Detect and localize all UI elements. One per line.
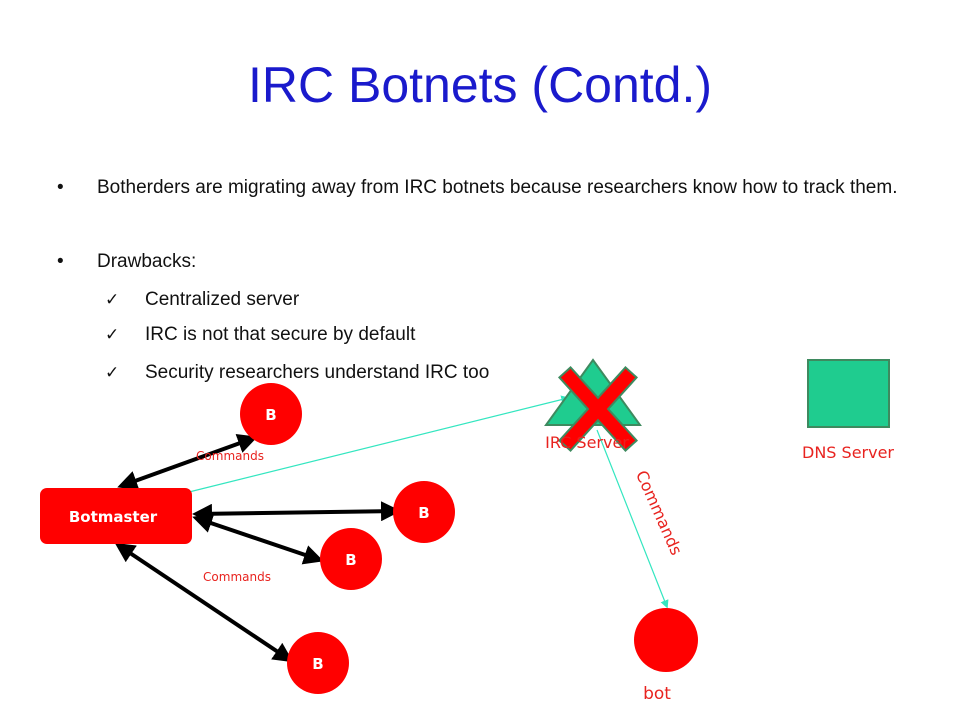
botmaster-node xyxy=(40,488,192,544)
command-arrow-bottom xyxy=(114,542,294,663)
bullet-botherders: • Botherders are migrating away from IRC… xyxy=(57,172,907,204)
bot-node-right xyxy=(393,481,455,543)
commands-label-diagonal: Commands xyxy=(632,468,686,558)
check-text-researchers: Security researchers understand IRC too xyxy=(145,362,490,383)
bullet-text-drawbacks: Drawbacks: xyxy=(97,251,197,272)
check-item-irc-secure: ✓ IRC is not that secure by default xyxy=(105,323,416,347)
cross-icon xyxy=(557,365,639,453)
botmaster-label: Botmaster xyxy=(69,508,158,526)
commands-label-top: Commands xyxy=(196,449,264,463)
checkmark-icon: ✓ xyxy=(105,363,120,383)
checkmark-icon: ✓ xyxy=(105,325,120,345)
commands-label-bottom: Commands xyxy=(203,570,271,584)
bot-node-top xyxy=(240,383,302,445)
bullet-dot: • xyxy=(57,251,64,272)
bot-node-label: B xyxy=(345,551,356,569)
check-item-centralized: ✓ Centralized server xyxy=(105,288,300,312)
slide-title: IRC Botnets (Contd.) xyxy=(247,57,713,113)
bot-node-label: B xyxy=(312,655,323,673)
bot-node-mid xyxy=(320,528,382,590)
command-arrow-top xyxy=(117,434,258,490)
bot-node-label: B xyxy=(418,504,429,522)
bot-node-bottom xyxy=(287,632,349,694)
bot-label: bot xyxy=(643,684,671,704)
bullet-drawbacks: • Drawbacks: xyxy=(57,246,197,278)
check-text-irc-secure: IRC is not that secure by default xyxy=(145,324,416,345)
command-arrow-right xyxy=(192,501,401,524)
check-text-centralized: Centralized server xyxy=(145,289,300,310)
irc-server-label: IRC Server xyxy=(545,433,629,452)
command-arrow-mid xyxy=(192,513,324,565)
bullet-dot: • xyxy=(57,177,64,198)
dns-server-label: DNS Server xyxy=(802,443,894,462)
dns-server-node xyxy=(807,359,890,428)
bot-node-large xyxy=(634,608,698,672)
irc-to-bot-line xyxy=(596,429,669,609)
bot-node-label: B xyxy=(265,406,276,424)
checkmark-icon: ✓ xyxy=(105,290,120,310)
check-item-researchers: ✓ Security researchers understand IRC to… xyxy=(105,361,490,385)
bullet-text-botherders: Botherders are migrating away from IRC b… xyxy=(97,177,898,198)
